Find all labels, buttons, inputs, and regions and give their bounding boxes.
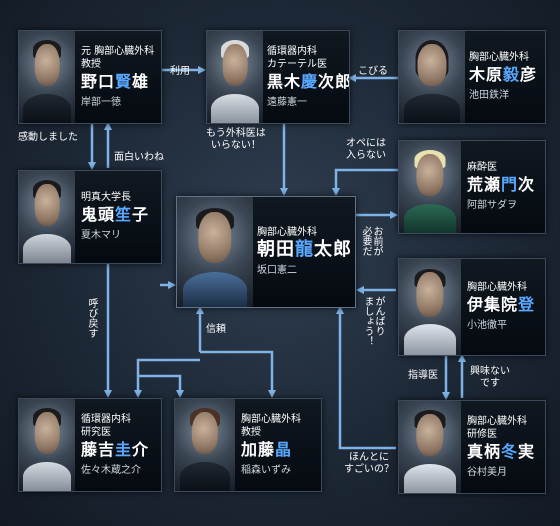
actor-kito: 夏木マリ [81,230,121,241]
card-kuroki: 循環器内科 カテーテル医 黒木慶次郎 遠藤憲一 [206,30,350,124]
card-kito: 明真大学長 鬼頭笙子 夏木マリ [18,170,162,264]
actor-megara: 谷村美月 [467,466,507,478]
actor-arase: 阿部サダヲ [467,200,517,211]
name-fujiyoshi: 藤吉圭介 [81,439,150,459]
name-asada: 朝田龍太郎 [257,239,352,260]
role-kihara: 胸部心臓外科 [469,52,529,63]
role-asada: 胸部心臓外科 [257,227,317,238]
portrait-kihara [399,31,465,123]
portrait-asada [177,197,253,307]
role-ijuin: 胸部心臓外科 [467,282,527,293]
role-kuroki: 循環器内科 カテーテル医 [267,45,327,70]
name-megara: 真柄冬実 [467,441,536,461]
role-arase: 麻酔医 [467,162,497,173]
card-kihara: 胸部心臓外科 木原毅彦 池田鉄洋 [398,30,546,124]
portrait-arase [399,141,461,233]
link-arase-asada [332,168,398,196]
label-ganbari: がんばり ましょう！ [362,296,384,346]
card-arase: 麻酔医 荒瀬門次 阿部サダヲ [398,140,546,234]
actor-fujiyoshi: 佐々木蔵之介 [81,464,141,476]
name-ijuin: 伊集院登 [467,295,536,314]
name-kihara: 木原毅彦 [469,65,538,84]
portrait-kito [19,171,75,263]
label-ope-hairanai: オペには 入らない [346,138,386,161]
actor-kato: 稲森いずみ [241,464,291,476]
label-kyoumi-nai: 興味ない です [470,366,510,389]
name-arase: 荒瀬門次 [467,175,536,194]
portrait-kato [175,399,235,491]
name-kato: 加藤晶 [241,439,293,459]
link-megara-asada [336,306,396,450]
card-kato: 胸部心臓外科 教授 加藤晶 稲森いずみ [174,398,322,492]
actor-ijuin: 小池徹平 [467,320,507,331]
label-riyou: 利用 [170,66,190,77]
actor-asada: 坂口憲二 [257,265,297,276]
link-asada-fujiyoshi-branch [138,374,184,398]
role-megara: 胸部心臓外科 研修医 [467,415,527,440]
actor-noguchi: 岸部一徳 [81,96,121,108]
actor-kihara: 池田鉄洋 [469,90,509,101]
label-omoshiroi: 面白いわね [114,152,164,163]
card-noguchi: 元 胸部心臓外科 教授 野口賢雄 岸部一徳 [18,30,162,124]
label-omae-hitsuyou: お前が 必要だ [360,226,382,256]
role-kato: 胸部心臓外科 教授 [241,413,301,438]
role-noguchi: 元 胸部心臓外科 教授 [81,45,155,70]
label-mou-gekai: もう外科医は いらない！ [206,128,266,151]
card-asada: 胸部心臓外科 朝田龍太郎 坂口憲二 [176,196,356,308]
role-kito: 明真大学長 [81,192,131,203]
name-kuroki: 黒木慶次郎 [267,71,350,91]
link-asada-kato-branch [200,350,276,398]
card-ijuin: 胸部心臓外科 伊集院登 小池徹平 [398,258,546,356]
label-kandou: 感動しました [18,132,78,143]
label-shinrai: 信頼 [206,324,226,335]
card-megara: 胸部心臓外科 研修医 真柄冬実 谷村美月 [398,400,546,494]
role-fujiyoshi: 循環器内科 研究医 [81,413,131,438]
label-yobimodosu: 呼び戻す [86,298,97,338]
name-kito: 鬼頭笙子 [81,205,150,224]
portrait-fujiyoshi [19,399,75,491]
link-asada-fujiyoshi-branch2 [134,358,200,398]
label-hontoni: ほんとに すごいの？ [344,452,394,475]
portrait-ijuin [399,259,461,355]
portrait-kuroki [207,31,263,123]
portrait-megara [399,401,461,493]
label-shidoui: 指導医 [408,370,438,381]
label-kobiru: こびる [358,66,388,77]
name-noguchi: 野口賢雄 [81,71,150,91]
actor-kuroki: 遠藤憲一 [267,96,307,108]
card-fujiyoshi: 循環器内科 研究医 藤吉圭介 佐々木蔵之介 [18,398,162,492]
portrait-noguchi [19,31,75,123]
